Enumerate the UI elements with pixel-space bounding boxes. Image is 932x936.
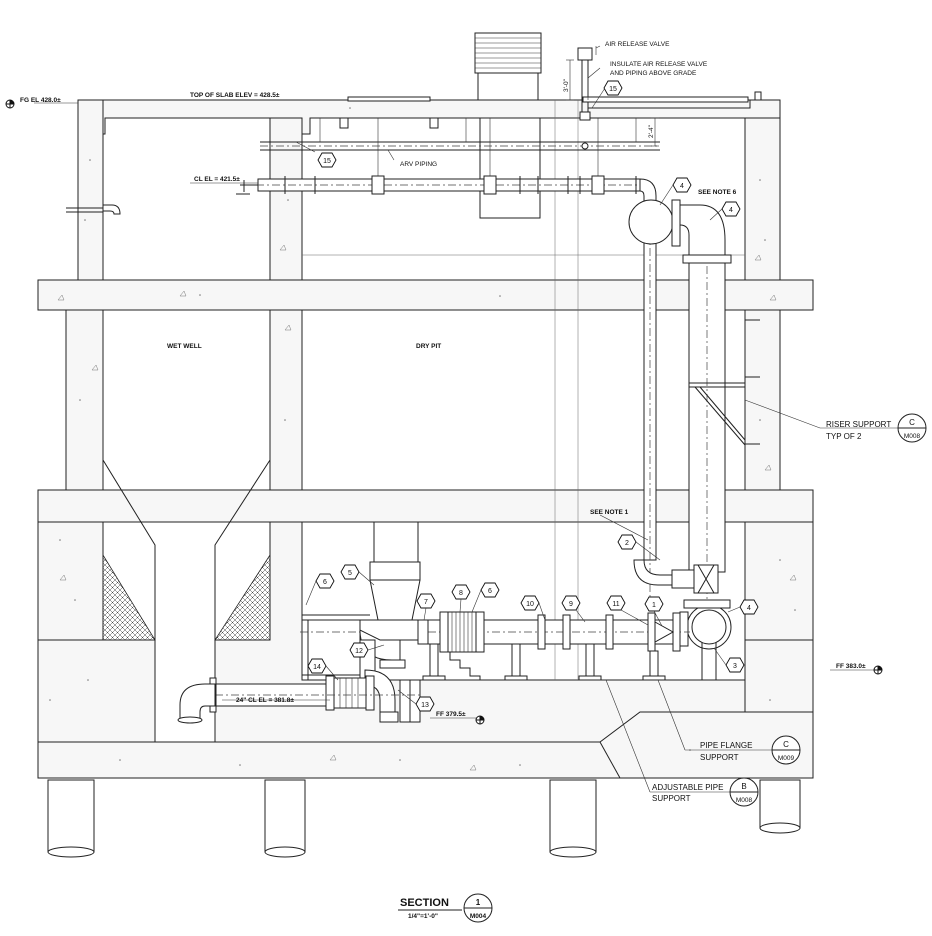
insulate-note-line2: AND PIPING ABOVE GRADE (610, 70, 697, 77)
riser-support-line2: TYP OF 2 (826, 432, 862, 441)
callout-adjustable-pipe: ADJUSTABLE PIPE SUPPORT B M008 (652, 777, 759, 807)
tag-4-top: 4 (672, 177, 692, 193)
svg-text:13: 13 (421, 702, 429, 709)
svg-text:4: 4 (729, 207, 733, 214)
tag-6-right: 6 (480, 582, 500, 598)
section-title: SECTION (400, 897, 449, 909)
svg-text:M008: M008 (904, 433, 921, 440)
wet-well-label: WET WELL (167, 343, 202, 350)
svg-text:15: 15 (609, 86, 617, 93)
svg-text:3: 3 (733, 663, 737, 670)
tag-15-upper: 15 (603, 80, 623, 96)
tag-11: 11 (606, 595, 626, 611)
elevation-markers (5, 99, 883, 725)
svg-text:11: 11 (612, 601, 619, 608)
svg-text:B: B (741, 782, 746, 791)
tag-13: 13 (415, 696, 435, 712)
svg-text:15: 15 (323, 158, 331, 165)
section-number: 1 (476, 898, 481, 907)
tag-6-left: 6 (315, 573, 335, 589)
svg-text:C: C (909, 418, 915, 427)
svg-text:4: 4 (747, 605, 751, 612)
dim-3ft: 3'-0" (563, 78, 570, 92)
section-scale: 1/4"=1'-0" (408, 913, 438, 920)
tag-14: 14 (307, 658, 327, 674)
arv-piping-note: ARV PIPING (400, 161, 437, 168)
foundation-piles (47, 779, 801, 858)
air-release-valve-note: AIR RELEASE VALVE (605, 41, 670, 48)
arv-piping (66, 47, 762, 215)
fg-elevation-label: FG EL 428.0± (20, 97, 61, 104)
callout-riser-support: RISER SUPPORT TYP OF 2 C M008 (826, 413, 927, 443)
svg-text:7: 7 (424, 599, 428, 606)
dry-pit-label: DRY PIT (416, 343, 441, 350)
svg-text:C: C (783, 740, 789, 749)
svg-text:M009: M009 (778, 755, 795, 762)
leaders (34, 45, 900, 793)
tag-4-elbow: 4 (721, 201, 741, 217)
tag-3: 3 (725, 657, 745, 673)
svg-text:12: 12 (355, 648, 363, 655)
tag-1: 1 (644, 596, 664, 612)
section-sheet: M004 (470, 913, 487, 920)
cl-upper-label: CL EL = 421.5± (194, 176, 240, 183)
top-of-slab-label: TOP OF SLAB ELEV = 428.5± (190, 92, 280, 99)
see-note-1: SEE NOTE 1 (590, 509, 629, 516)
adjustable-pipe-line1: ADJUSTABLE PIPE (652, 783, 723, 792)
tag-5: 5 (340, 564, 360, 580)
dim-2ft4: 2'-4" (648, 124, 655, 138)
svg-text:4: 4 (680, 183, 684, 190)
discharge-riser (628, 199, 760, 680)
svg-text:10: 10 (526, 601, 534, 608)
ff-right-label: FF 383.0± (836, 663, 866, 670)
callout-pipe-flange: PIPE FLANGE SUPPORT C M009 (700, 735, 801, 765)
tag-12: 12 (349, 642, 369, 658)
ff-lower-label: FF 379.5± (436, 711, 466, 718)
tag-15-lower: 15 (317, 152, 337, 168)
pipe-flange-line1: PIPE FLANGE (700, 741, 752, 750)
svg-text:5: 5 (348, 570, 352, 577)
lower-piping (177, 521, 690, 724)
svg-text:M008: M008 (736, 797, 753, 804)
tag-4-lower: 4 (739, 599, 759, 615)
svg-text:9: 9 (569, 601, 573, 608)
tag-2: 2 (617, 534, 637, 550)
tag-9: 9 (561, 595, 581, 611)
svg-text:1: 1 (652, 602, 656, 609)
svg-text:6: 6 (488, 588, 492, 595)
see-note-6: SEE NOTE 6 (698, 189, 737, 196)
svg-text:14: 14 (313, 664, 321, 671)
adjustable-pipe-line2: SUPPORT (652, 794, 691, 803)
equipment-tags: 15 15 4 4 2 1 4 (305, 80, 759, 712)
svg-text:2: 2 (625, 540, 629, 547)
svg-text:8: 8 (459, 590, 463, 597)
riser-support-line1: RISER SUPPORT (826, 420, 891, 429)
pipe-flange-line2: SUPPORT (700, 753, 739, 762)
svg-text:6: 6 (323, 579, 327, 586)
cl-lower-label: 24" CL EL = 381.8± (236, 697, 294, 704)
labels: FG EL 428.0± TOP OF SLAB ELEV = 428.5± C… (20, 41, 866, 718)
tag-8: 8 (451, 584, 471, 600)
section-title-block: SECTION 1/4"=1'-0" 1 M004 (398, 893, 493, 923)
insulate-note-line1: INSULATE AIR RELEASE VALVE (610, 61, 708, 68)
tag-7: 7 (416, 593, 436, 609)
tag-10: 10 (520, 595, 540, 611)
